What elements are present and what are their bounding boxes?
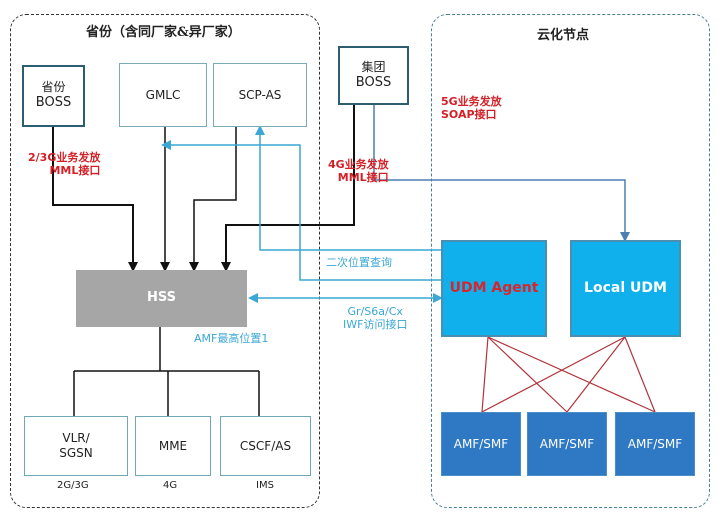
group-boss-label-line2: BOSS (355, 74, 392, 90)
province-boss-label-line1: 省份 (41, 80, 66, 95)
province-region (10, 14, 320, 508)
amf-smf-node-2[interactable]: AMF/SMF (527, 412, 607, 476)
soap-5g-label: 5G业务发放 SOAP接口 (441, 95, 502, 121)
secondary-location-query-label: 二次位置查询 (326, 256, 392, 269)
wire-udm-agent-gmlc (161, 140, 441, 281)
scp-as-node[interactable]: SCP-AS (213, 63, 307, 127)
soap-5g-label-line2: SOAP接口 (441, 108, 497, 122)
cloud-node-region-title: 云化节点 (537, 28, 590, 43)
udm-amf-mesh (481, 336, 656, 413)
cscf-as-node[interactable]: CSCF/AS (220, 416, 311, 476)
gen-label-4g: 4G (163, 480, 178, 491)
udm-agent-node[interactable]: UDM Agent (441, 240, 547, 337)
soap-5g-label-line1: 5G业务发放 (441, 95, 502, 108)
province-boss-node[interactable]: 省份 BOSS (22, 65, 85, 127)
gmlc-node[interactable]: GMLC (119, 63, 207, 127)
vlr-label-line2: SGSN (59, 446, 93, 460)
gr-s6a-cx-label-line2: IWF访问接口 (343, 318, 408, 332)
mme-label: MME (158, 438, 188, 453)
mml-23g-label-line2: MML接口 (49, 164, 101, 178)
amf-smf-label-3: AMF/SMF (627, 436, 683, 451)
mml-23g-label: 2/3G业务发放 MML接口 (28, 151, 100, 177)
province-boss-label-line2: BOSS (35, 95, 72, 111)
mme-node[interactable]: MME (135, 416, 211, 476)
hss-node[interactable]: HSS (76, 270, 247, 327)
local-udm-label: Local UDM (584, 279, 667, 296)
amf-smf-label-2: AMF/SMF (539, 436, 595, 451)
wire-scpas-hss (189, 127, 237, 272)
amf-highest-location-label: AMF最高位置1 (194, 332, 269, 345)
local-udm-node[interactable]: Local UDM (570, 240, 681, 337)
scp-as-label: SCP-AS (238, 87, 282, 102)
gen-label-23g: 2G/3G (57, 480, 89, 491)
group-boss-node[interactable]: 集团 BOSS (338, 46, 409, 105)
mml-4g-label: 4G业务发放 MML接口 (328, 158, 389, 184)
wire-group-boss-local-udm (373, 105, 630, 242)
gr-s6a-cx-label-line1: Gr/S6a/Cx (347, 305, 403, 318)
udm-agent-label: UDM Agent (449, 279, 539, 296)
hss-label: HSS (146, 290, 177, 306)
province-region-title: 省份（含同厂家&异厂家） (86, 25, 241, 40)
amf-smf-node-3[interactable]: AMF/SMF (615, 412, 695, 476)
wire-province-boss-hss (52, 126, 138, 272)
amf-smf-node-1[interactable]: AMF/SMF (441, 412, 521, 476)
vlr-sgsn-node[interactable]: VLR/ SGSN (24, 416, 128, 476)
gmlc-label: GMLC (145, 87, 181, 102)
vlr-label-line1: VLR/ (62, 431, 90, 445)
cloud-node-region (431, 14, 710, 508)
mml-23g-label-line1: 2/3G业务发放 (28, 151, 101, 164)
amf-smf-label-1: AMF/SMF (453, 436, 509, 451)
gr-s6a-cx-label: Gr/S6a/Cx IWF访问接口 (343, 305, 407, 331)
wire-udm-agent-scpas (255, 125, 441, 251)
group-boss-label-line1: 集团 (361, 59, 386, 74)
mml-4g-label-line2: MML接口 (337, 171, 389, 185)
cscf-as-label: CSCF/AS (239, 438, 292, 453)
mml-4g-label-line1: 4G业务发放 (328, 158, 389, 171)
gen-label-ims: IMS (256, 480, 274, 491)
wire-group-boss-hss (221, 105, 355, 272)
